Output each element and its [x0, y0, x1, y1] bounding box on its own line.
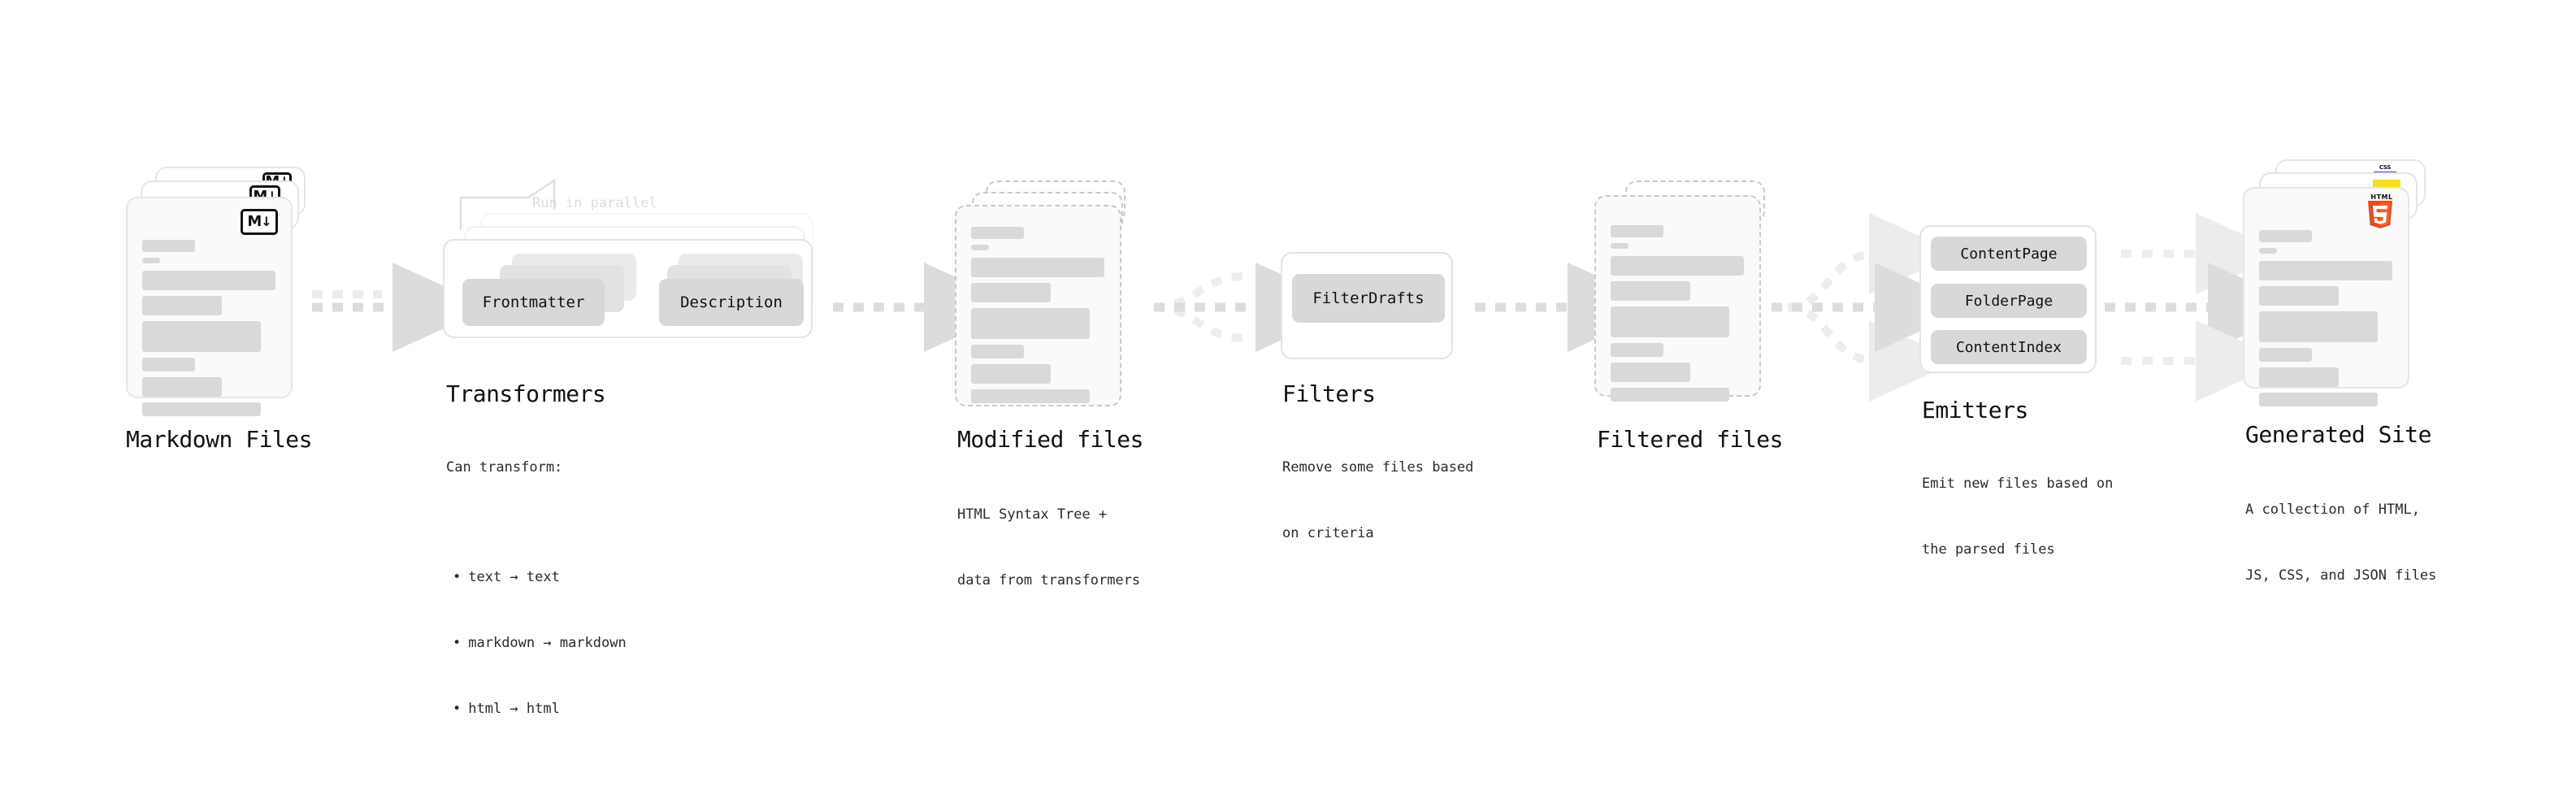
markdown-badge-letter: M — [247, 213, 262, 230]
skeleton-bar — [1611, 388, 1729, 402]
arrow-markdown-to-transformers — [312, 263, 491, 352]
skeleton-bar — [2259, 348, 2312, 362]
generated-site-description: A collection of HTML, JS, CSS, and JSON … — [2245, 455, 2436, 631]
pipeline-diagram: M↓ M↓ M↓ Markdown Files Run in parallel … — [0, 0, 2576, 681]
skeleton-bar — [971, 283, 1051, 302]
skeleton-bar — [1611, 281, 1690, 301]
emitter-chip-contentpage[interactable]: ContentPage — [1931, 237, 2087, 271]
skeleton-bar — [971, 258, 1104, 277]
skeleton-bar — [1611, 363, 1690, 382]
generated-site-description-line: JS, CSS, and JSON files — [2245, 567, 2437, 584]
skeleton-bar — [971, 245, 989, 250]
modified-card-front — [955, 205, 1121, 406]
modified-files-description: HTML Syntax Tree + data from transformer… — [957, 460, 1140, 636]
transformers-bullet: html → html — [446, 698, 627, 720]
filters-description-line: Remove some files based — [1282, 459, 1474, 476]
skeleton-bar — [1611, 343, 1663, 357]
transformer-chip-description[interactable]: Description — [659, 279, 804, 326]
skeleton-bar — [142, 240, 195, 252]
skeleton-bar — [2259, 286, 2339, 306]
skeleton-bar — [1611, 256, 1744, 276]
stage-title-modified-files: Modified files — [957, 426, 1144, 453]
filters-box: FilterDrafts — [1281, 252, 1453, 359]
html5-shield-icon — [2368, 201, 2392, 228]
skeleton-bar — [1611, 225, 1663, 237]
filtered-files-card-stack — [1594, 180, 1798, 424]
skeleton-bar — [971, 308, 1090, 339]
html5-badge-caption: HTML — [2370, 193, 2393, 201]
skeleton-bar — [2259, 367, 2339, 387]
stage-title-filters: Filters — [1282, 380, 1376, 407]
transformers-bullet: text → text — [446, 567, 627, 589]
transformers-description: Can transform: text → text markdown → ma… — [446, 413, 627, 808]
modified-files-description-line: HTML Syntax Tree + — [957, 506, 1108, 523]
skeleton-bar — [1611, 243, 1628, 249]
transformer-chip-frontmatter[interactable]: Frontmatter — [462, 279, 605, 326]
skeleton-bar — [142, 358, 195, 371]
skeleton-bar — [971, 364, 1051, 384]
markdown-badge-arrow: ↓ — [261, 214, 271, 229]
skeleton-bar — [971, 345, 1024, 358]
skeleton-bar — [142, 377, 222, 397]
skeleton-bar — [1611, 306, 1729, 337]
filters-description-line: on criteria — [1282, 525, 1374, 541]
markdown-files-card-stack: M↓ M↓ M↓ — [126, 167, 317, 416]
skeleton-bar — [2259, 248, 2277, 254]
arrow-modified-to-filters — [1153, 263, 1354, 352]
skeleton-bar — [2259, 311, 2378, 342]
skeleton-bar — [971, 227, 1024, 239]
css-badge-label: CSS — [2379, 164, 2392, 171]
html5-badge: HTML — [2366, 193, 2397, 229]
transformers-group: x x Frontmatter x x Description — [443, 213, 825, 359]
skeleton-bar — [2259, 230, 2312, 242]
generated-card-front: HTML — [2243, 187, 2409, 406]
generated-site-card-stack: CSS HTML — [2243, 159, 2446, 411]
emitter-chip-contentindex[interactable]: ContentIndex — [1931, 330, 2087, 364]
run-in-parallel-label: Run in parallel — [532, 195, 657, 211]
markdown-card-front: M↓ — [126, 197, 293, 416]
emitters-description-line: Emit new files based on — [1922, 476, 2114, 492]
emitters-description-line: the parsed files — [1922, 541, 2055, 558]
emitters-description: Emit new files based on the parsed files — [1922, 429, 2113, 605]
filter-chip-filterdrafts[interactable]: FilterDrafts — [1292, 274, 1445, 323]
skeleton-bar — [142, 402, 261, 416]
skeleton-bar — [142, 296, 222, 315]
emitter-chip-folderpage[interactable]: FolderPage — [1931, 284, 2087, 318]
stage-title-transformers: Transformers — [446, 380, 606, 407]
stage-title-generated-site: Generated Site — [2245, 421, 2432, 448]
filters-description: Remove some files based on criteria — [1282, 413, 1473, 589]
modified-files-description-line: data from transformers — [957, 572, 1141, 589]
filtered-card-front — [1594, 195, 1761, 402]
skeleton-bar — [142, 271, 275, 290]
skeleton-bar — [142, 321, 261, 352]
transformers-description-line: Can transform: — [446, 459, 563, 476]
generated-site-description-line: A collection of HTML, — [2245, 502, 2420, 518]
skeleton-bar — [142, 258, 160, 263]
stage-title-filtered-files: Filtered files — [1597, 426, 1784, 453]
transformers-bullet: markdown → markdown — [446, 632, 626, 654]
stage-title-markdown-files: Markdown Files — [126, 426, 313, 453]
skeleton-bar — [2259, 261, 2392, 280]
modified-files-card-stack — [955, 180, 1158, 424]
skeleton-bar — [971, 389, 1090, 403]
markdown-badge: M↓ — [241, 209, 278, 235]
skeleton-bar — [2259, 393, 2378, 406]
arrow-emitters-to-site — [2105, 213, 2306, 402]
transformers-bullet-list: text → text markdown → markdown html → h… — [446, 523, 627, 764]
stage-title-emitters: Emitters — [1922, 397, 2028, 424]
emitters-box: ContentPage FolderPage ContentIndex — [1919, 225, 2097, 373]
